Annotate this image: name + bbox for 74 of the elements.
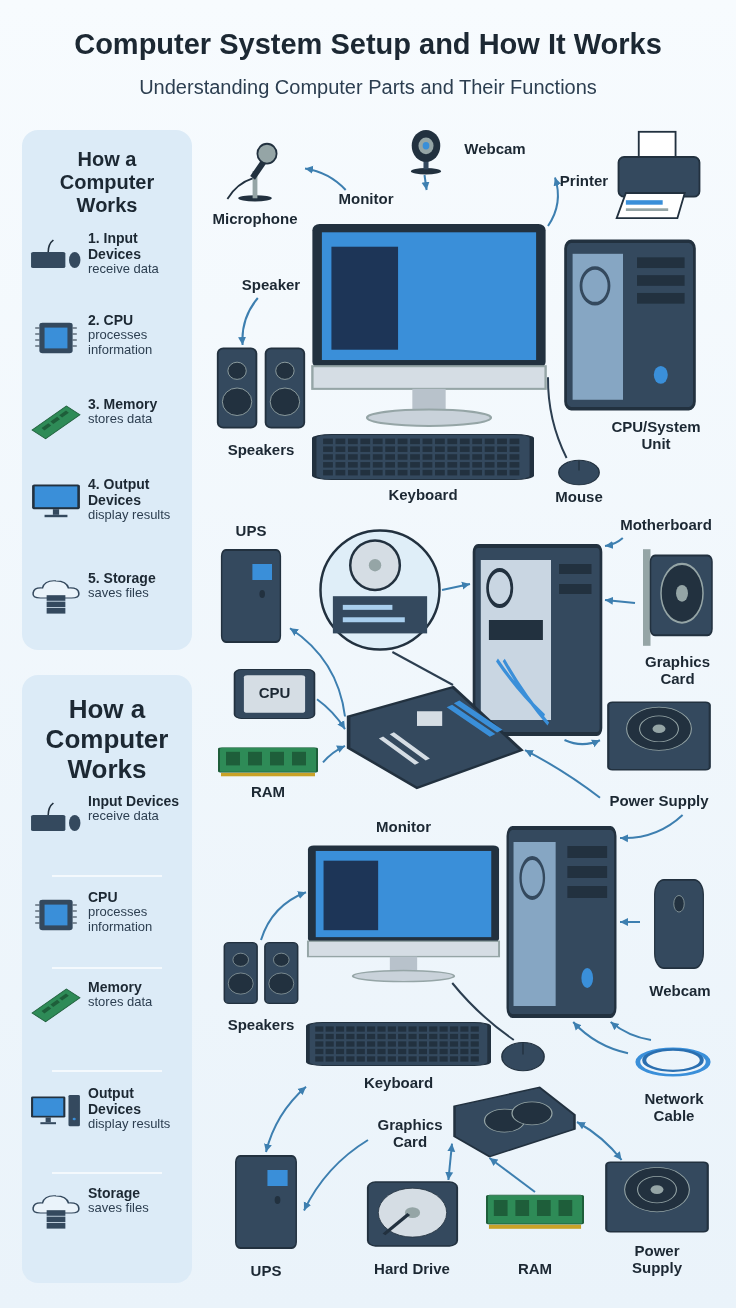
part-label: Speakers bbox=[226, 441, 296, 459]
part-label: Monitor bbox=[375, 818, 432, 836]
step-description: display results bbox=[88, 508, 172, 524]
chip-label: CPU bbox=[257, 684, 292, 702]
part-label: Microphone bbox=[211, 210, 299, 228]
panel-heading: How a Computer Works bbox=[58, 148, 156, 217]
arrow bbox=[488, 1157, 536, 1193]
arrow bbox=[421, 174, 430, 191]
step-description: saves files bbox=[88, 1201, 150, 1217]
part-label: Keyboard bbox=[362, 1074, 435, 1092]
part-label: UPS bbox=[249, 1262, 283, 1280]
step-heading: 1. Input Devices bbox=[88, 230, 142, 263]
arrow bbox=[576, 1121, 623, 1161]
page-title: Computer System Setup and How It Works bbox=[73, 28, 663, 61]
step-heading: Output Devices bbox=[88, 1085, 142, 1118]
arrow bbox=[563, 739, 601, 747]
part-label: Motherboard bbox=[619, 516, 713, 534]
part-label: UPS bbox=[234, 522, 268, 540]
arrow bbox=[289, 627, 346, 718]
part-label: Power Supply bbox=[631, 1242, 683, 1277]
arrow bbox=[604, 596, 636, 605]
arrow bbox=[264, 1085, 307, 1153]
arrow bbox=[304, 166, 347, 191]
step-heading: 2. CPU bbox=[88, 312, 135, 329]
info-panel bbox=[22, 130, 192, 650]
part-label: CPU/System Unit bbox=[610, 418, 702, 453]
part-label: Hard Drive bbox=[373, 1260, 451, 1278]
part-label: Power Supply bbox=[608, 792, 710, 810]
step-heading: 4. Output Devices bbox=[88, 476, 151, 509]
arrow bbox=[303, 1139, 369, 1212]
part-label: Network Cable bbox=[643, 1090, 705, 1125]
step-description: receive data bbox=[88, 809, 160, 825]
step-description: processes information bbox=[88, 905, 154, 935]
step-description: receive data bbox=[88, 262, 160, 278]
arrow bbox=[441, 581, 471, 591]
panel-heading: How a Computer Works bbox=[44, 695, 170, 785]
step-heading: 3. Memory bbox=[88, 396, 159, 413]
arrow bbox=[604, 537, 624, 549]
part-label: Graphics Card bbox=[644, 653, 711, 688]
step-description: stores data bbox=[88, 995, 154, 1011]
part-label: Monitor bbox=[337, 190, 395, 208]
part-label: Keyboard bbox=[387, 486, 459, 504]
part-label: Webcam bbox=[648, 982, 712, 1000]
arrow bbox=[322, 744, 346, 764]
step-description: stores data bbox=[88, 412, 153, 428]
part-label: RAM bbox=[516, 1260, 554, 1278]
part-label: RAM bbox=[249, 783, 287, 801]
step-heading: Storage bbox=[88, 1185, 142, 1202]
arrow bbox=[609, 1021, 652, 1041]
arrow bbox=[572, 1021, 629, 1055]
step-description: saves files bbox=[88, 586, 149, 602]
page-subtitle: Understanding Computer Parts and Their Functions bbox=[138, 76, 598, 99]
arrow bbox=[619, 918, 641, 927]
step-heading: 5. Storage bbox=[88, 570, 157, 587]
arrow bbox=[238, 297, 259, 346]
step-heading: Memory bbox=[88, 979, 143, 996]
arrow bbox=[524, 749, 601, 799]
arrow bbox=[547, 176, 562, 227]
arrow bbox=[316, 698, 346, 731]
part-label: Mouse bbox=[554, 488, 604, 506]
step-description: display results bbox=[88, 1117, 172, 1133]
info-panel bbox=[22, 675, 192, 1283]
step-heading: CPU bbox=[88, 889, 119, 906]
step-description: processes information bbox=[88, 328, 154, 358]
step-heading: Input Devices bbox=[88, 793, 181, 810]
part-label: Speakers bbox=[226, 1016, 296, 1034]
arrow bbox=[260, 891, 307, 941]
part-label: Graphics Card bbox=[376, 1116, 444, 1151]
arrow bbox=[445, 1142, 456, 1181]
part-label: Webcam bbox=[463, 140, 527, 158]
part-label: Printer bbox=[558, 172, 610, 190]
arrow bbox=[619, 814, 684, 843]
cable-line bbox=[451, 982, 515, 1041]
part-label: Speaker bbox=[240, 276, 302, 294]
